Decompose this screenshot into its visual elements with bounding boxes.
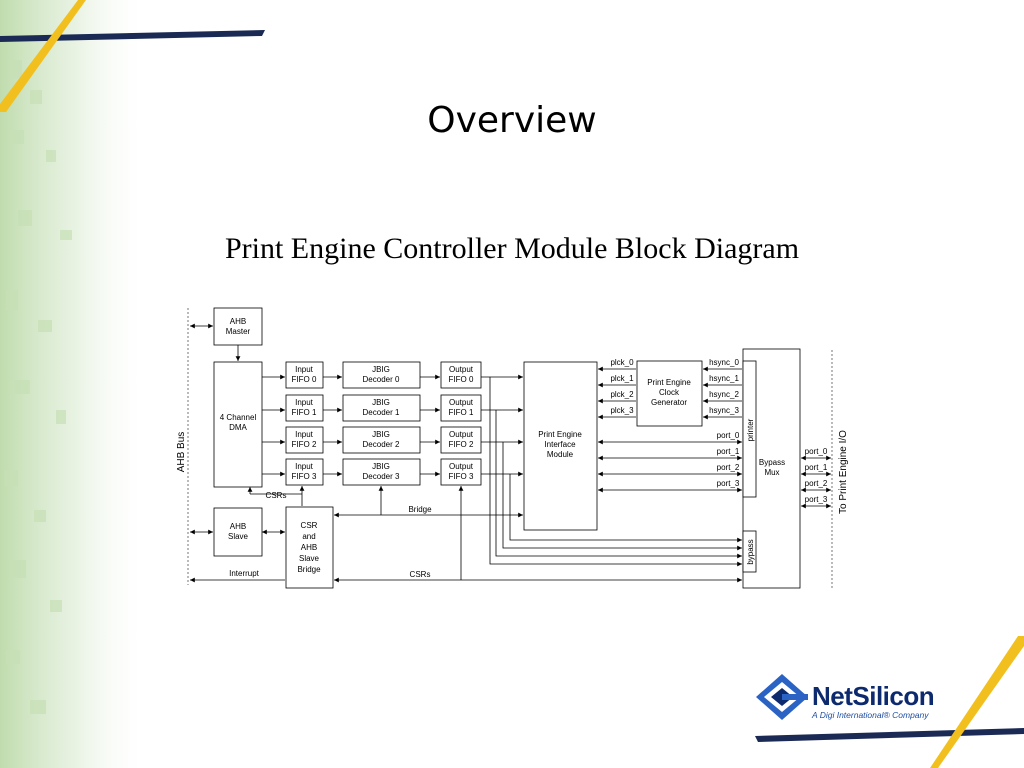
output-fifo-0-label-2: FIFO 0 [449,375,474,384]
output-fifo-0-label-1: Output [449,365,474,374]
csrs-top-label: CSRs [266,491,287,500]
output-fifo-1-label-2: FIFO 1 [449,408,474,417]
jbig-1-label-2: Decoder 1 [363,408,400,417]
hsync-1-label: hsync_1 [709,374,739,383]
jbig-3-label-2: Decoder 3 [363,472,400,481]
bypass-label: bypass [746,539,755,564]
interrupt-label: Interrupt [229,569,260,578]
ahb-slave-label-2: Slave [228,532,249,541]
ahb-master-label-2: Master [226,327,251,336]
jbig-2-label-2: Decoder 2 [363,440,400,449]
jbig-3-label-1: JBIG [372,462,390,471]
input-fifo-3-label-1: Input [295,462,314,471]
pei-module-block: Print Engine Interface Module [523,361,598,531]
logo-tagline: A Digi International® Company [812,710,929,720]
input-fifo-0-label-1: Input [295,365,314,374]
port-0-label: port_0 [717,431,740,440]
output-fifo-3-label-2: FIFO 3 [449,472,474,481]
plck-2-label: plck_2 [610,390,634,399]
input-fifo-2-label-1: Input [295,430,314,439]
hsync-lines: hsync_0 hsync_1 hsync_2 hsync_3 [703,358,742,420]
bypass-lines [489,377,742,567]
csr-bridge-label-2: and [302,532,315,541]
csrs-bottom-label: CSRs [410,570,431,579]
dma-label-2: DMA [229,423,247,432]
ahb-master-block: AHB Master [213,307,263,346]
output-fifo-2-label-1: Output [449,430,474,439]
jbig-0-label-2: Decoder 0 [363,375,400,384]
pei-label-1: Print Engine [538,430,582,439]
clock-generator-block: Print Engine Clock Generator [636,360,703,427]
clock-gen-label-3: Generator [651,398,687,407]
channel-2: Input FIFO 2 JBIG Decoder 2 Output FIFO … [262,426,523,454]
plck-lines: plck_0 plck_1 plck_2 plck_3 [598,358,636,420]
plck-1-label: plck_1 [610,374,634,383]
plck-0-label: plck_0 [610,358,634,367]
csr-bridge-label-5: Bridge [297,565,321,574]
dma-label-1: 4 Channel [220,413,257,422]
bottom-right-yellow-slash [930,636,1024,768]
jbig-2-label-1: JBIG [372,430,390,439]
out-port-3-label: port_3 [805,495,828,504]
out-port-0-label: port_0 [805,447,828,456]
output-fifo-2-label-2: FIFO 2 [449,440,474,449]
port-3-label: port_3 [717,479,740,488]
slide-title: Overview [427,100,597,141]
jbig-1-label-1: JBIG [372,398,390,407]
logo-name: NetSilicon [812,681,935,711]
ahb-bus-label: AHB Bus [176,432,187,473]
slide-subtitle: Print Engine Controller Module Block Dia… [224,232,800,265]
output-fifo-1-label-1: Output [449,398,474,407]
ahb-slave-block: AHB Slave [213,507,263,557]
hsync-2-label: hsync_2 [709,390,739,399]
input-fifo-2-label-2: FIFO 2 [292,440,317,449]
top-left-yellow-slash [0,0,86,112]
bypass-port-box [742,530,757,573]
jbig-0-label-1: JBIG [372,365,390,374]
top-left-bar [0,30,265,42]
input-fifo-0-label-2: FIFO 0 [292,375,317,384]
clock-gen-label-2: Clock [659,388,680,397]
output-port-lines: port_0 port_1 port_2 port_3 [801,447,831,509]
plck-3-label: plck_3 [610,406,634,415]
pei-label-3: Module [547,450,574,459]
csr-bridge-label-3: AHB [301,543,317,552]
clock-gen-label-1: Print Engine [647,378,691,387]
input-fifo-1-label-1: Input [295,398,314,407]
input-fifo-1-label-2: FIFO 1 [292,408,317,417]
output-fifo-3-label-1: Output [449,462,474,471]
csr-bridge-block: CSR and AHB Slave Bridge [285,506,334,589]
out-port-1-label: port_1 [805,463,828,472]
bypass-mux-label-1: Bypass [759,458,785,467]
printer-label: printer [746,418,755,441]
bypass-mux-block: printer bypass Bypass Mux [742,348,801,589]
print-io-label: To Print Engine I/O [838,430,849,514]
ahb-master-label-1: AHB [230,317,246,326]
printer-port-box [742,360,757,498]
channel-1: Input FIFO 1 JBIG Decoder 1 Output FIFO … [262,394,523,422]
hsync-3-label: hsync_3 [709,406,739,415]
port-lines: port_0 port_1 port_2 port_3 [598,431,742,493]
bypass-mux-label-2: Mux [764,468,779,477]
bridge-label: Bridge [408,505,432,514]
netsilicon-logo-icon [756,674,808,720]
port-1-label: port_1 [717,447,740,456]
hsync-0-label: hsync_0 [709,358,739,367]
channel-3: Input FIFO 3 JBIG Decoder 3 Output FIFO … [262,458,523,486]
csr-bridge-label-1: CSR [301,521,318,530]
csr-bridge-label-4: Slave [299,554,320,563]
pei-label-2: Interface [544,440,576,449]
out-port-2-label: port_2 [805,479,828,488]
channel-0: Input FIFO 0 JBIG Decoder 0 Output FIFO … [262,361,523,389]
left-mosaic-pattern [4,60,72,714]
port-2-label: port_2 [717,463,740,472]
ahb-slave-label-1: AHB [230,522,246,531]
input-fifo-3-label-2: FIFO 3 [292,472,317,481]
dma-block: 4 Channel DMA [213,361,263,488]
